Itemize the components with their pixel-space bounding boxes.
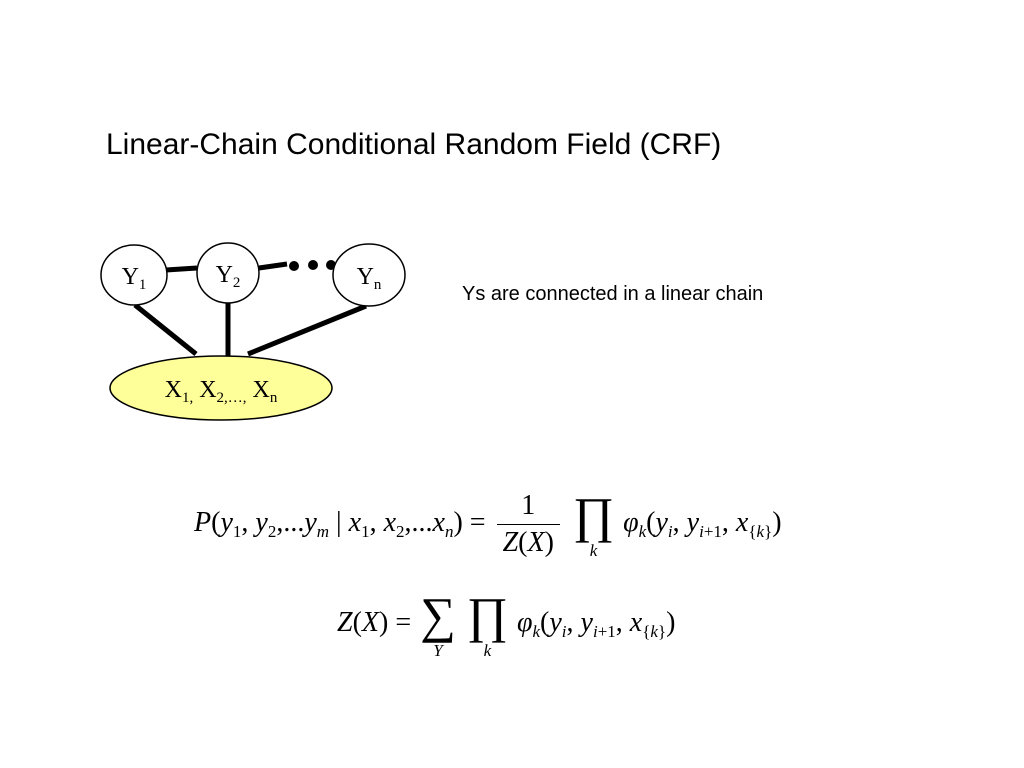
svg-text:Y1: Y1 [122,264,147,293]
equation-conditional-probability: P(y1, y2,...ym | x1, x2,...xn) = 1 Z(X) … [194,490,782,559]
edge-y1-y2 [165,265,198,273]
svg-text:Yn: Yn [357,264,382,293]
sum-symbol: ∑ [420,587,456,643]
sum-index: Y [433,641,443,660]
ellipsis-dot [308,260,318,270]
product-index: k [589,541,598,560]
node-y2: Y2 [196,242,260,304]
node-y1: Y1 [100,244,168,306]
eq1-product: ∏ k [573,490,614,559]
product-symbol: ∏ [466,587,508,643]
observation-label: X1, X2,…, Xn [165,377,278,406]
eq2-sum: ∑ Y [420,590,456,659]
eq1-denominator: Z(X) [496,524,560,557]
edge-y1-x [133,303,198,356]
eq2-lhs: Z(X) = [337,606,412,638]
edge-y2-dots [258,261,288,271]
node-yn: Yn [332,243,406,307]
edge-yn-x [247,303,367,357]
eq2-factor: φk(yi, yi+1, x{k}) [516,606,676,641]
eq1-fraction: 1 Z(X) [496,490,560,557]
product-symbol: ∏ [572,487,615,543]
chain-caption: Ys are connected in a linear chain [462,283,764,305]
equation-partition-function: Z(X) = ∑ Y ∏ k φk(yi, yi+1, x{k}) [337,590,675,659]
ellipsis-dot [289,261,299,271]
product-index: k [483,641,492,660]
ellipsis-dots [289,260,336,271]
slide-title: Linear-Chain Conditional Random Field (C… [106,128,722,161]
eq1-lhs: P(y1, y2,...ym | x1, x2,...xn) = [194,506,486,541]
eq2-product: ∏ k [467,590,508,659]
svg-text:Y2: Y2 [216,262,241,291]
observation-node [109,355,333,421]
eq1-factor: φk(yi, yi+1, x{k}) [623,506,782,541]
eq1-numerator: 1 [521,490,536,521]
